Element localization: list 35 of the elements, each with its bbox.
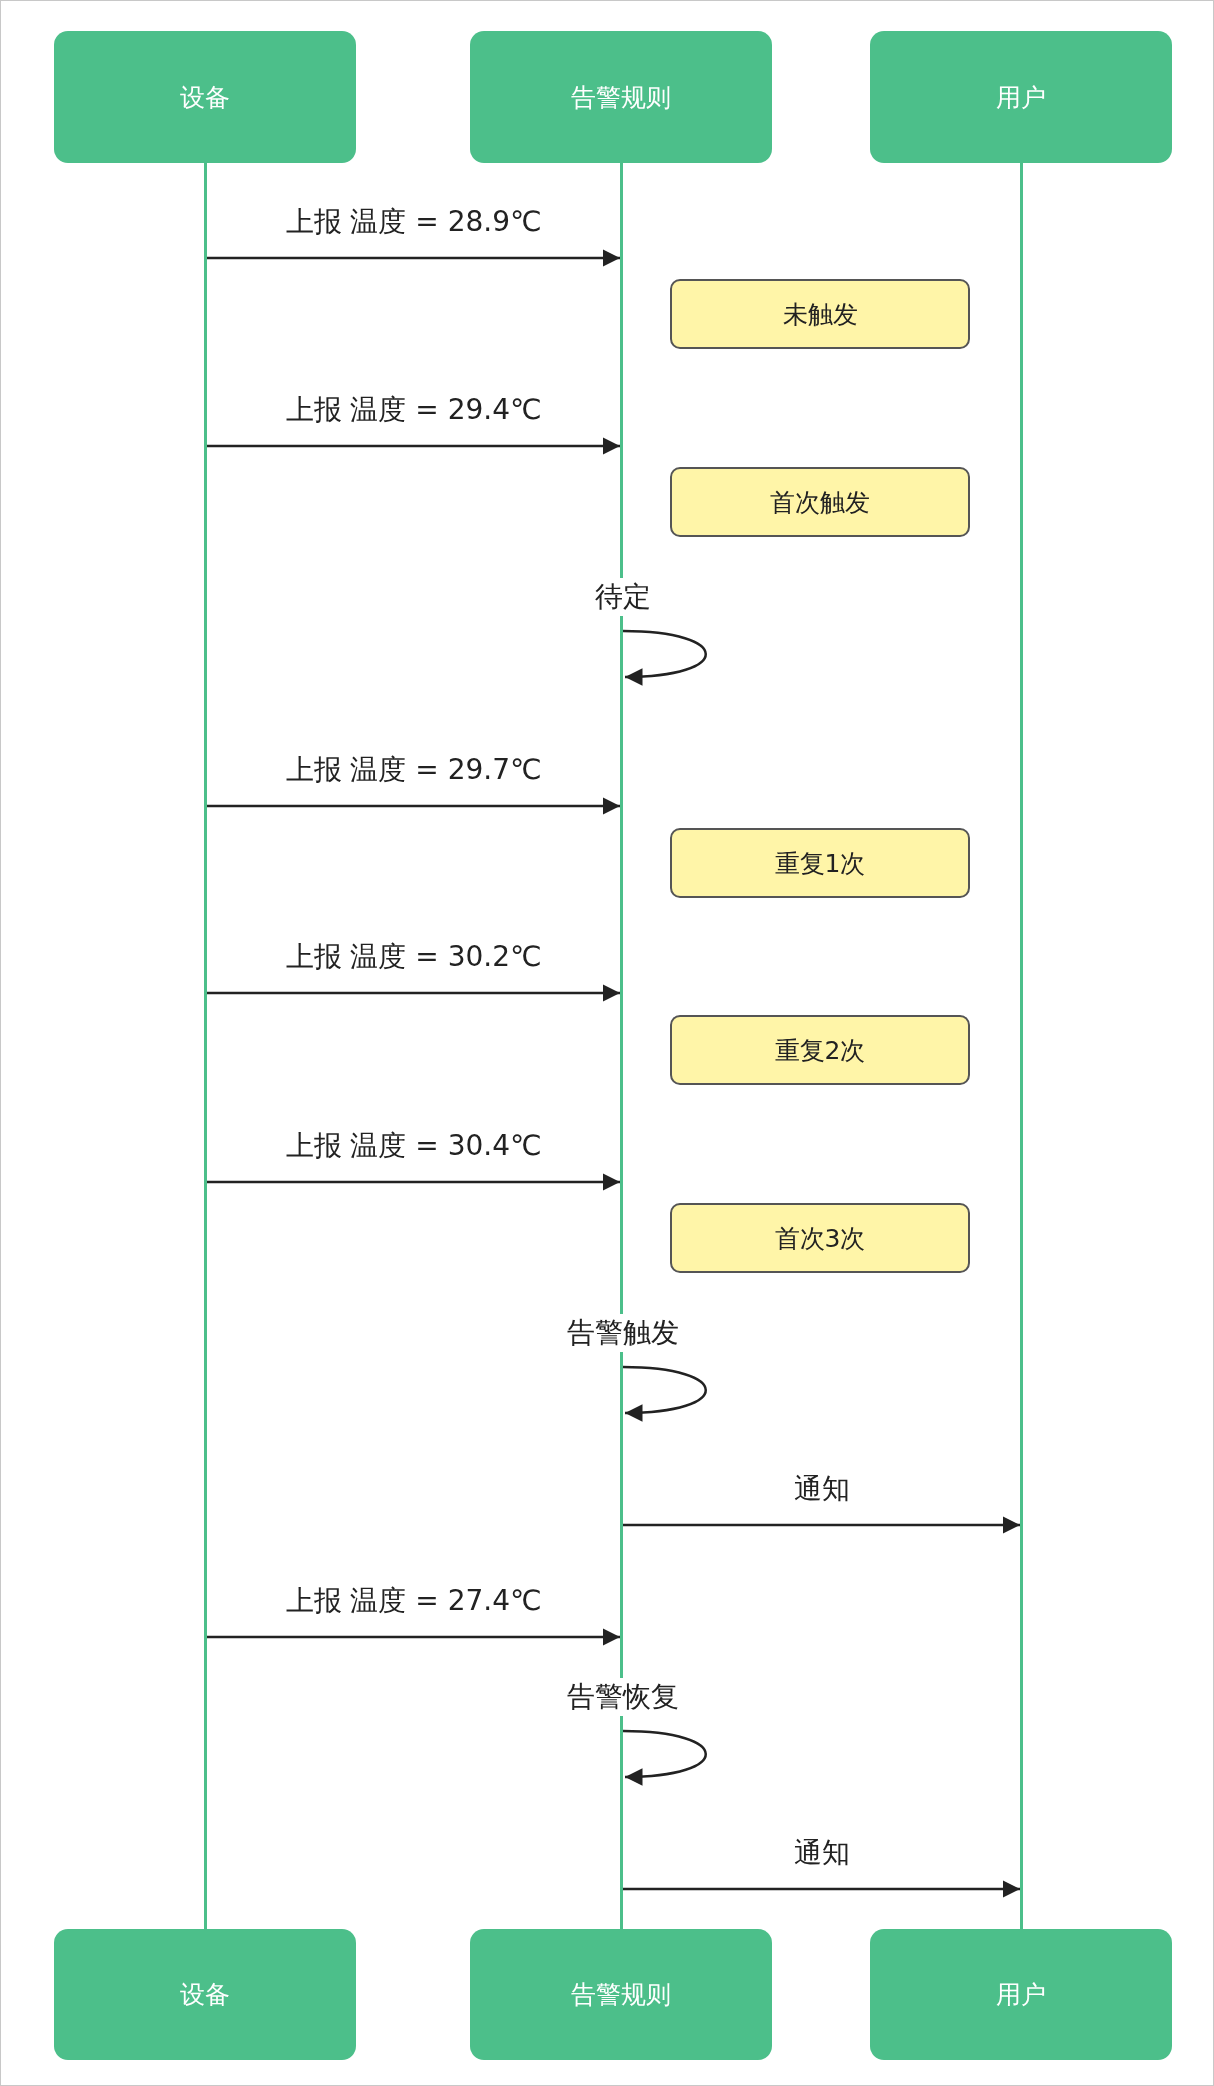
message-arrow — [207, 249, 620, 267]
participant-label: 设备 — [180, 81, 230, 114]
message-arrow — [623, 1516, 1020, 1534]
message-arrow — [207, 984, 620, 1002]
self-message-arrow — [622, 629, 707, 686]
self-message-arrow — [622, 1365, 707, 1422]
self-message-arrow — [622, 1729, 707, 1786]
note-text: 重复1次 — [774, 847, 866, 880]
participant-label: 设备 — [180, 1979, 230, 2011]
message-arrow — [207, 1173, 620, 1191]
note-text: 未触发 — [782, 298, 858, 331]
participant-box — [870, 1929, 1172, 2060]
participant-box — [870, 31, 1172, 163]
note-box — [670, 828, 970, 898]
message-arrow — [207, 437, 620, 455]
participant-label: 告警规则 — [571, 81, 671, 114]
lifeline — [204, 163, 207, 1929]
note-box — [670, 279, 970, 349]
note-box — [670, 1015, 970, 1085]
participant-box — [54, 31, 356, 163]
note-box — [670, 1203, 970, 1273]
participant-box — [54, 1929, 356, 2060]
note-text: 首次触发 — [770, 486, 870, 519]
participant-label: 告警规则 — [571, 1979, 671, 2011]
participant-label: 用户 — [996, 1979, 1046, 2011]
message-arrow — [207, 1628, 620, 1646]
note-text: 重复2次 — [774, 1034, 866, 1067]
message-arrow — [207, 797, 620, 815]
note-box — [670, 467, 970, 537]
note-text: 首次3次 — [774, 1222, 866, 1255]
participant-box — [470, 31, 772, 163]
message-arrow — [623, 1880, 1020, 1898]
lifeline — [1020, 163, 1023, 1929]
participant-box — [470, 1929, 772, 2060]
participant-label: 用户 — [996, 81, 1046, 114]
